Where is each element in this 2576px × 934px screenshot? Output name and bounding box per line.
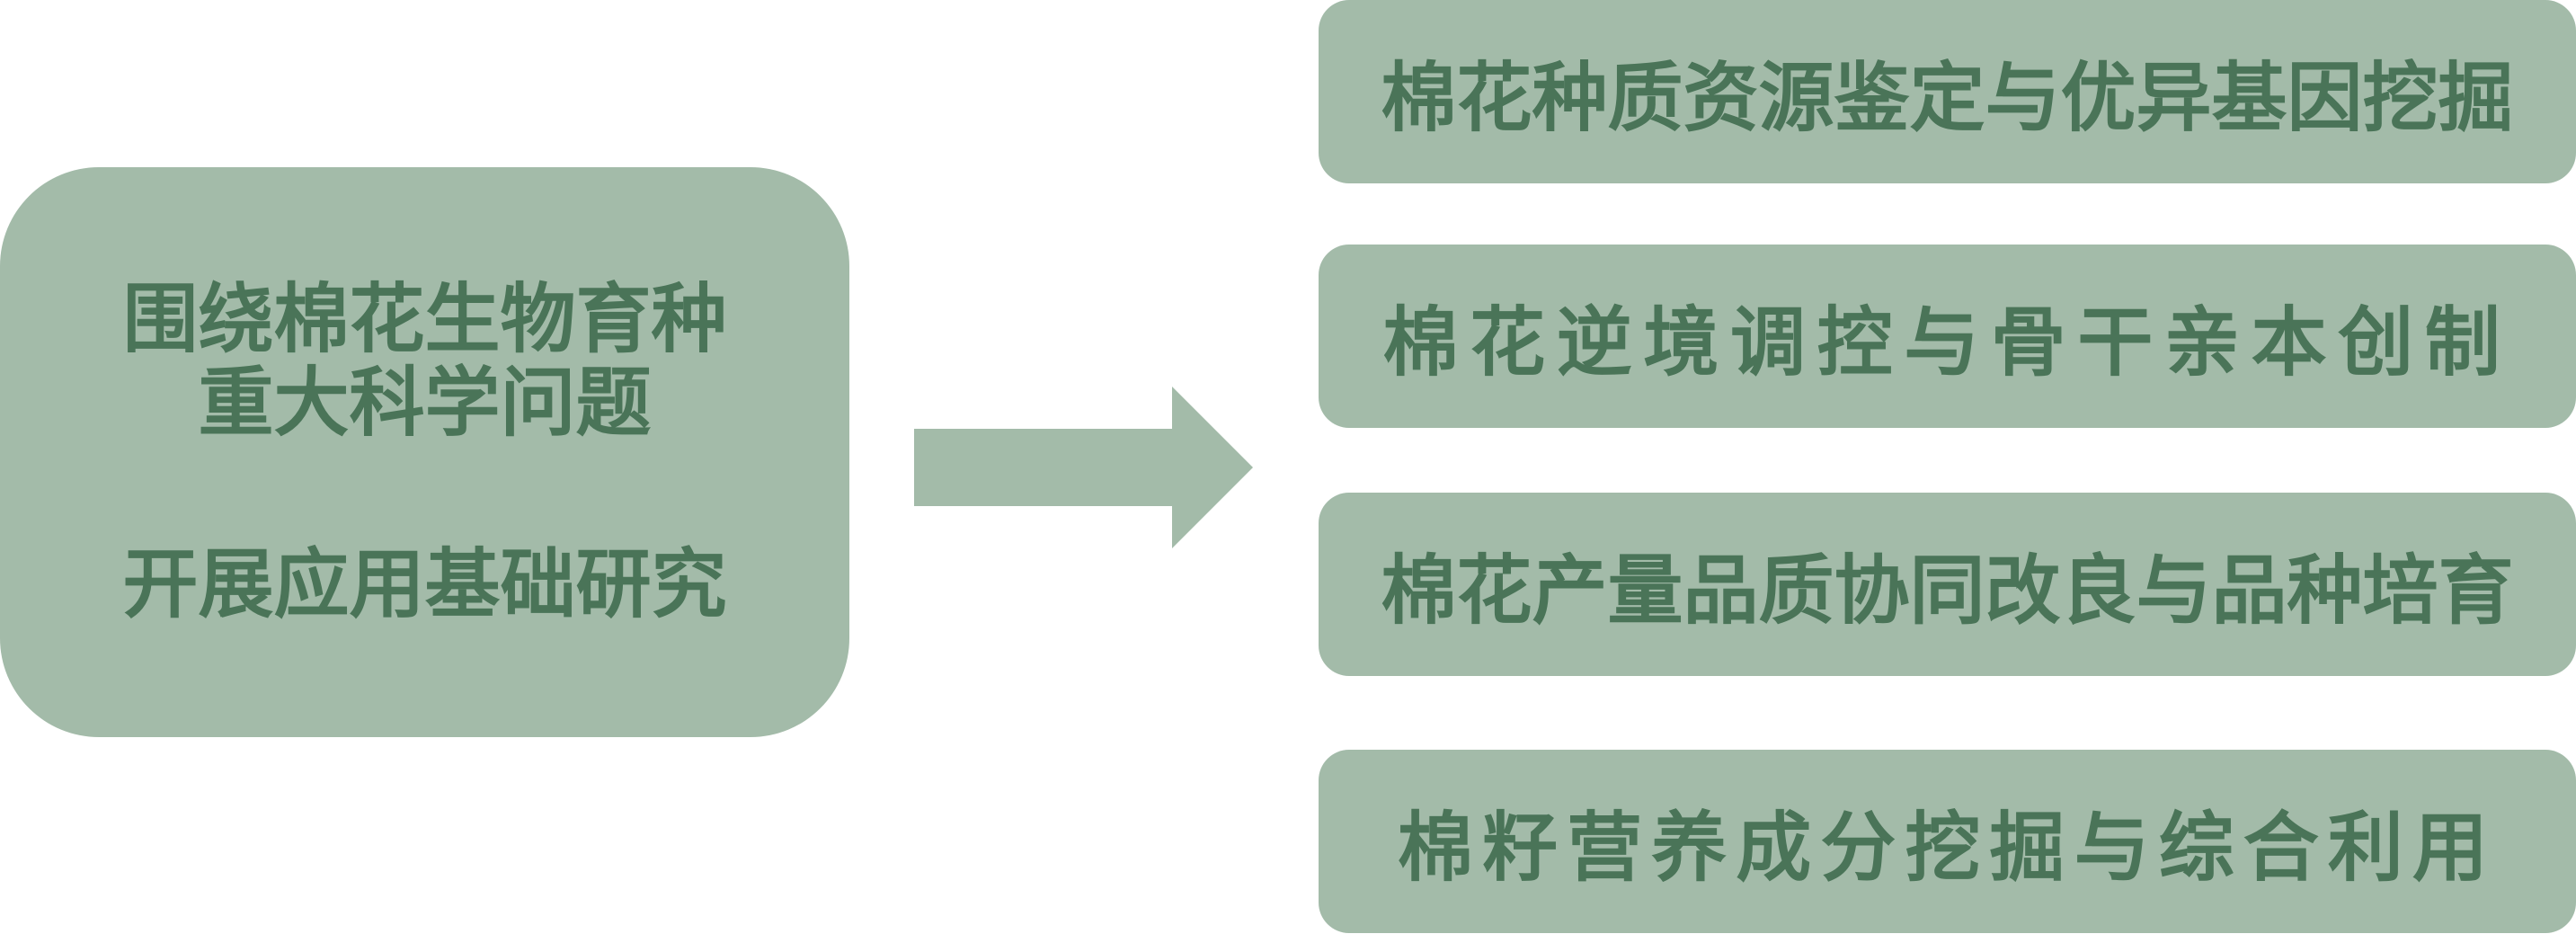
research-direction-box-3: 棉花产量品质协同改良与品种培育	[1319, 493, 2576, 676]
research-direction-label-1: 棉花种质资源鉴定与优异基因挖掘	[1381, 53, 2514, 142]
research-direction-box-1: 棉花种质资源鉴定与优异基因挖掘	[1319, 0, 2576, 183]
research-direction-label-4: 棉籽营养成分挖掘与综合利用	[1397, 803, 2498, 892]
research-direction-label-2: 棉花逆境调控与骨干亲本创制	[1382, 298, 2512, 387]
flow-arrow-shape	[914, 387, 1253, 548]
source-topic-line-2: 重大科学问题	[198, 358, 652, 447]
research-direction-box-4: 棉籽营养成分挖掘与综合利用	[1319, 750, 2576, 933]
source-topic-line-3: 开展应用基础研究	[122, 540, 727, 629]
research-direction-box-2: 棉花逆境调控与骨干亲本创制	[1319, 245, 2576, 428]
flow-arrow	[914, 387, 1253, 548]
source-topic-box: 围绕棉花生物育种 重大科学问题 开展应用基础研究	[0, 167, 849, 737]
source-topic-line-1: 围绕棉花生物育种	[122, 275, 727, 364]
research-direction-label-3: 棉花产量品质协同改良与品种培育	[1381, 546, 2514, 635]
